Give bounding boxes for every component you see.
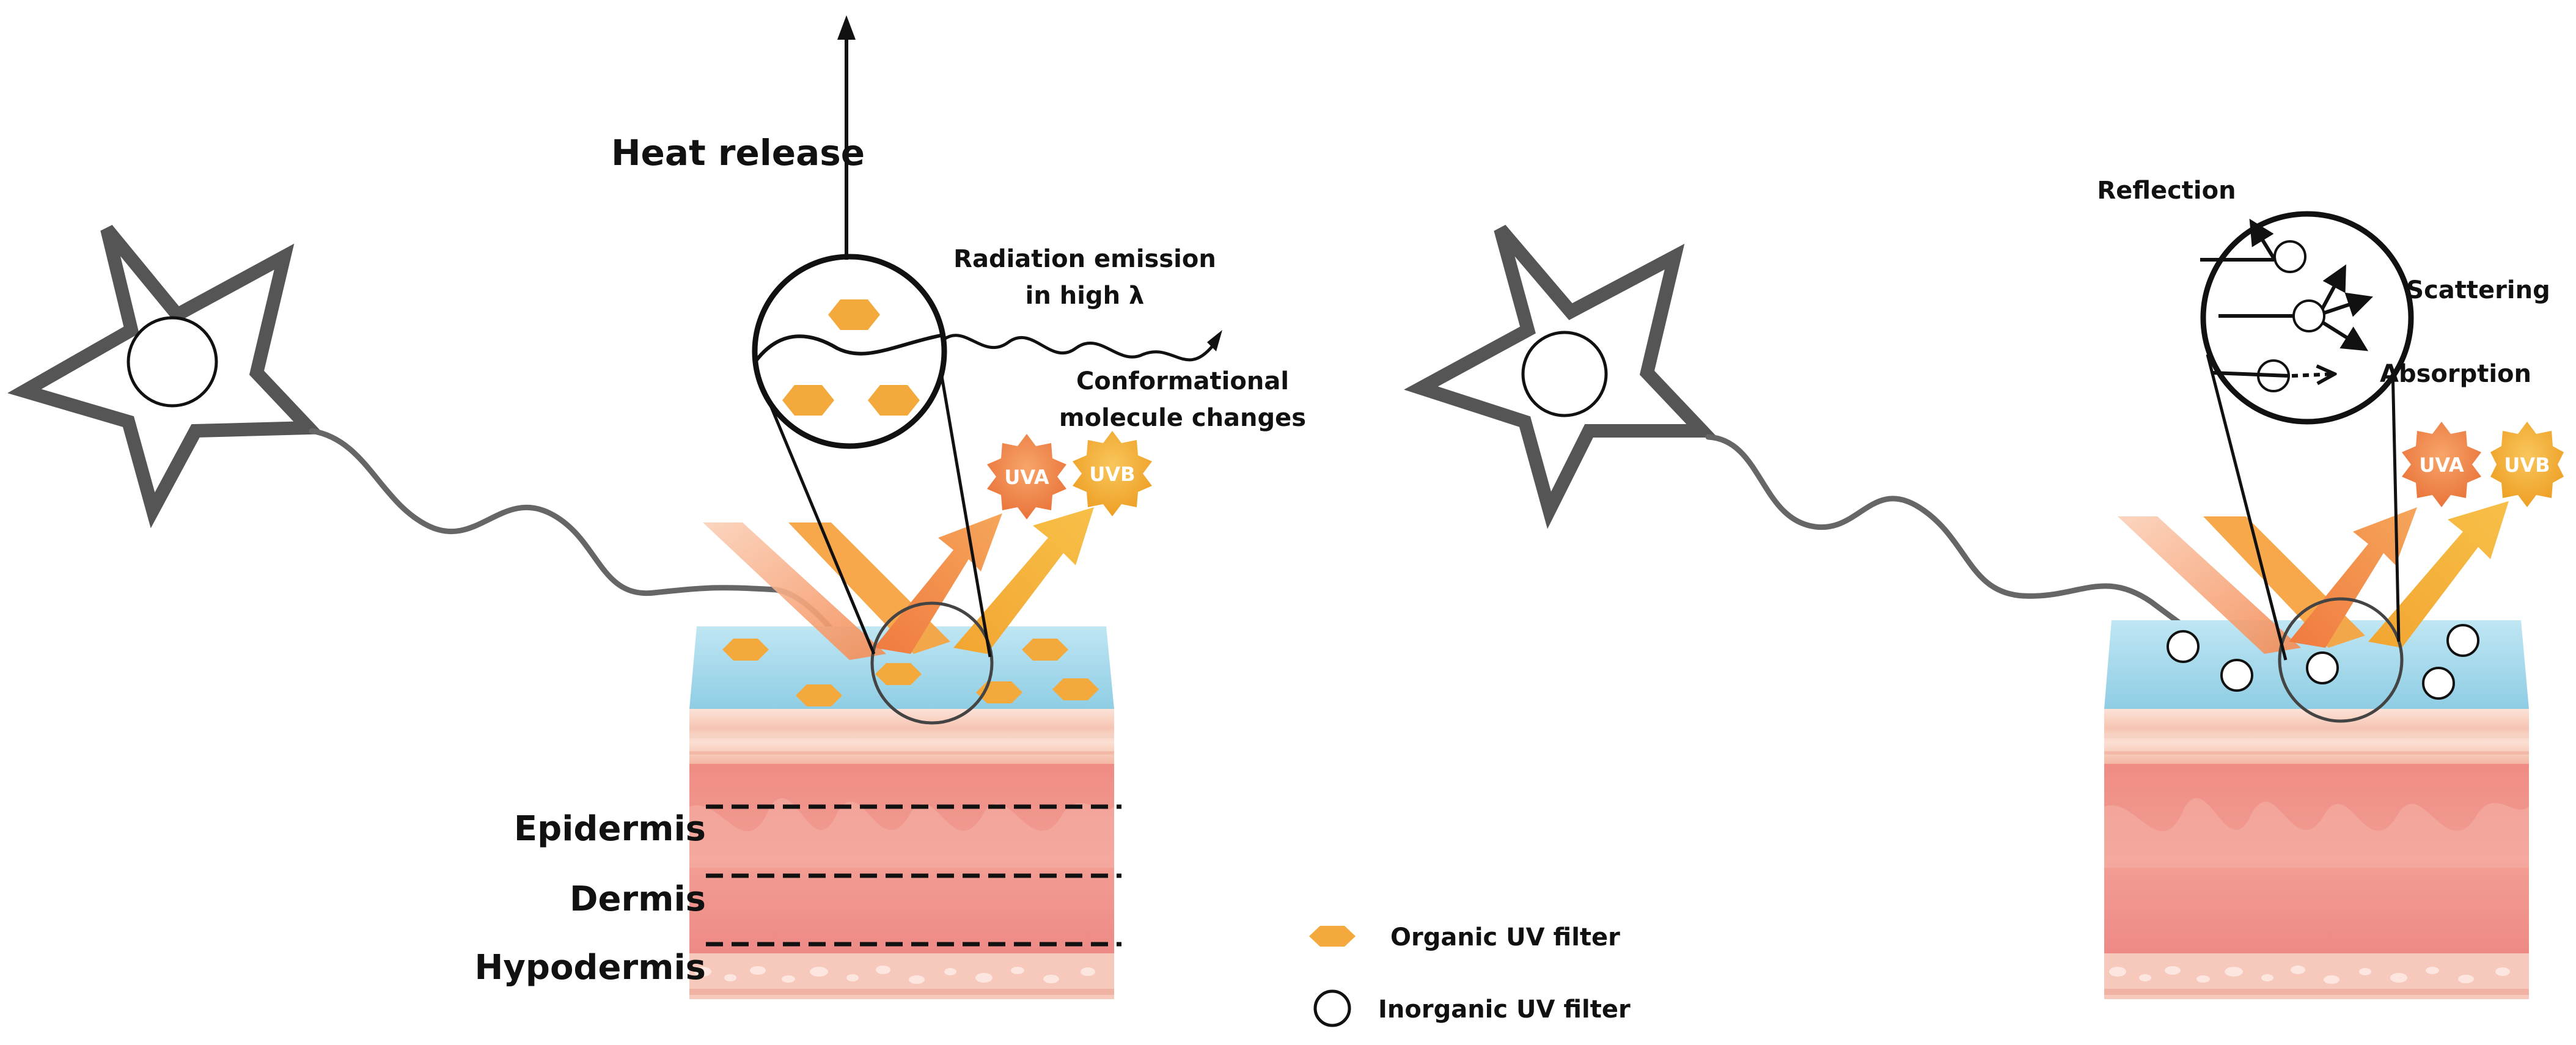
right-star-icon: [1404, 224, 1718, 529]
legend-organic-icon: [1309, 926, 1356, 947]
conformation-label-line1: Conformational: [1076, 367, 1289, 395]
right-uvb-badge-icon: UVB: [2490, 422, 2564, 507]
left-panel: UVA UVB Heat release Radiation emission …: [7, 15, 1306, 999]
right-uvb-label: UVB: [2504, 453, 2550, 477]
right-uv-arrows: [2118, 501, 2509, 654]
absorption-label: Absorption: [2380, 360, 2531, 388]
heat-release-label: Heat release: [611, 132, 865, 174]
scattering-label: Scattering: [2406, 276, 2550, 304]
reflection-label: Reflection: [2097, 177, 2236, 205]
right-zoom-circle: [2200, 211, 2414, 425]
left-zoom-circle: [752, 254, 947, 449]
right-skin-block: [2104, 709, 2529, 999]
left-uvb-badge-icon: UVB: [1073, 431, 1152, 516]
left-uvb-label: UVB: [1089, 463, 1135, 486]
legend: Organic UV filter Inorganic UV filter: [1309, 923, 1631, 1027]
legend-inorganic-label: Inorganic UV filter: [1378, 996, 1631, 1024]
legend-inorganic-icon: [1313, 989, 1351, 1027]
left-uva-badge-icon: UVA: [987, 434, 1066, 519]
radiation-emission-label-line2: in high λ: [1026, 282, 1145, 310]
right-radiation-wave: [1705, 434, 2264, 678]
right-magnify-source-circle: [2278, 597, 2404, 723]
skin-layer-markers: Epidermis Dermis Hypodermis: [475, 804, 1121, 988]
left-uva-label: UVA: [1004, 466, 1049, 489]
left-magnify-source-circle: [870, 601, 994, 725]
right-panel: UVA UVB Reflection Scattering Absorption: [1404, 177, 2564, 999]
left-skin-block: [689, 709, 1114, 999]
legend-organic-label: Organic UV filter: [1390, 923, 1620, 952]
hypodermis-label: Hypodermis: [475, 948, 706, 988]
conformation-label-line2: molecule changes: [1059, 404, 1306, 432]
epidermis-label: Epidermis: [514, 809, 706, 849]
dermis-label: Dermis: [570, 879, 706, 919]
right-inorganic-particles: [2167, 624, 2479, 700]
right-uva-label: UVA: [2419, 453, 2464, 477]
left-star-icon: [7, 225, 324, 529]
left-emission-wave: [943, 334, 1214, 362]
left-organic-particles: [722, 639, 1099, 706]
right-uva-badge-icon: UVA: [2402, 422, 2481, 507]
radiation-emission-label-line1: Radiation emission: [953, 245, 1216, 273]
